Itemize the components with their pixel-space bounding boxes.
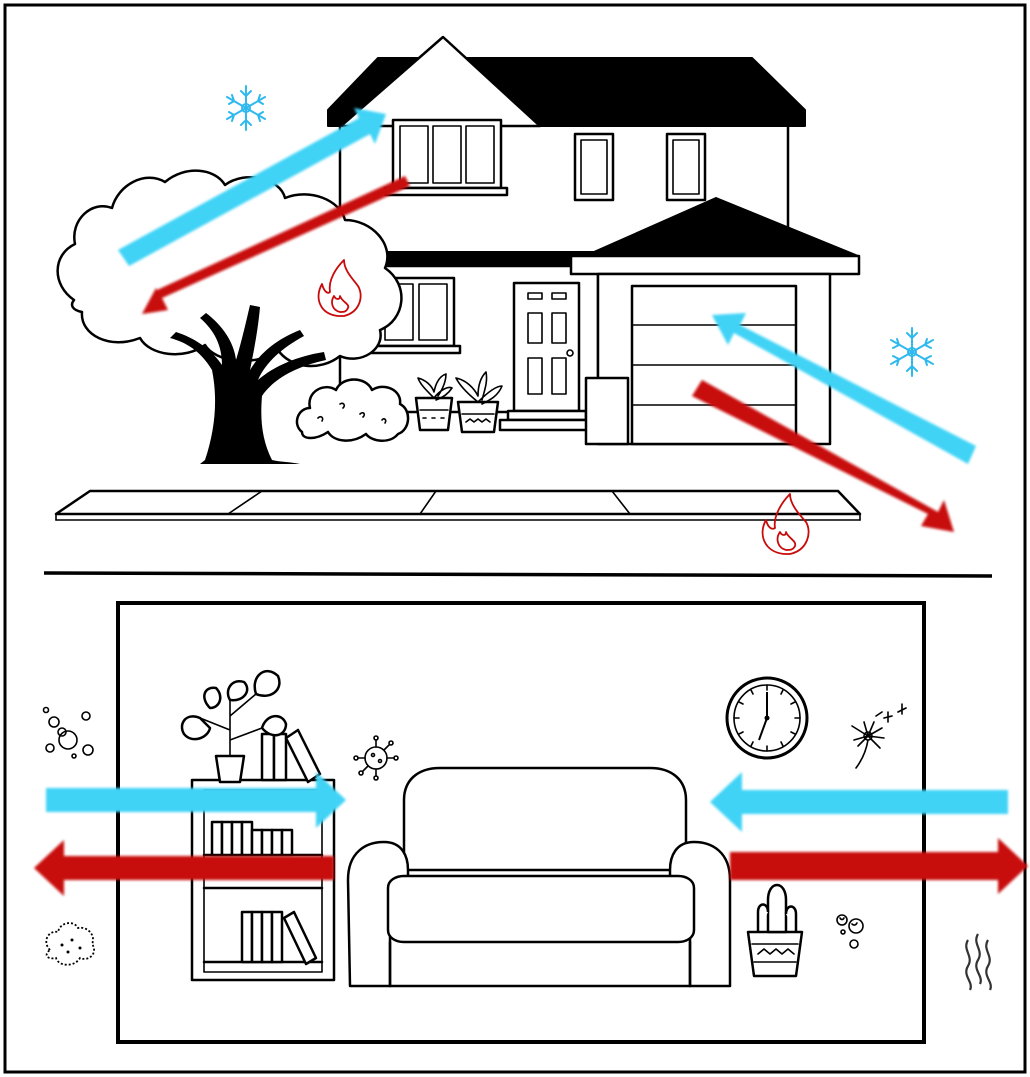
clock-icon bbox=[727, 678, 807, 758]
front-door bbox=[500, 283, 592, 430]
upper-window-small-2 bbox=[667, 134, 705, 200]
upper-window-small-1 bbox=[575, 134, 613, 200]
interior-panel bbox=[34, 603, 1028, 1042]
house bbox=[328, 37, 859, 444]
